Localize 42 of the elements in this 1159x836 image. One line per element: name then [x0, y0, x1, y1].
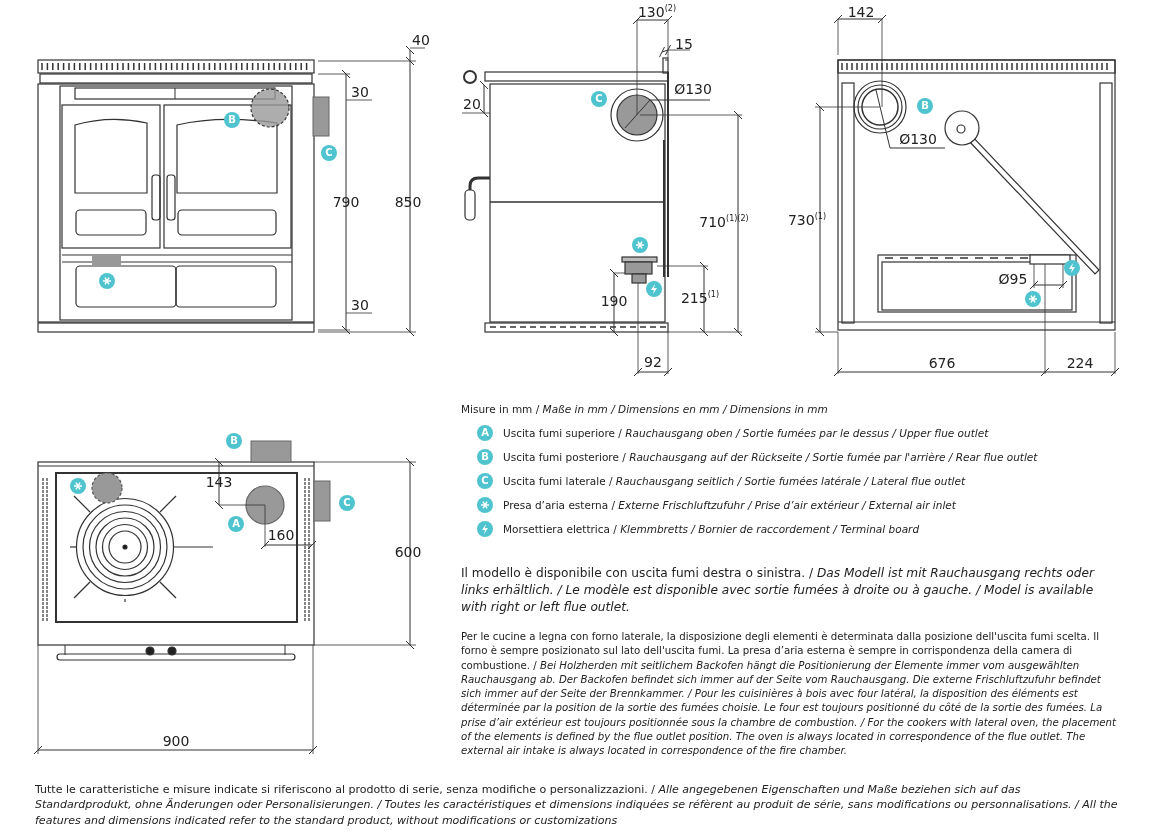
dimension-label: 224 — [1066, 356, 1094, 370]
legend-text: Uscita fumi superiore / Rauchausgang oben / Sortie fumées par le dessus / Upper flue outlet — [503, 427, 989, 439]
legend-text: Morsettiera elettrica / Klemmbretts / Bornier de raccordement / Terminal board — [503, 523, 920, 535]
dimension-label: 160 — [267, 528, 295, 542]
dimension-label: 730$^{(1)}$ — [787, 213, 827, 227]
dimension-label: 215$^{(1)}$ — [680, 291, 720, 305]
callout-badge: B — [917, 98, 933, 114]
dimension-label: 790 — [332, 195, 360, 209]
callout-badge: C — [339, 495, 355, 511]
dimension-label: Ø95 — [998, 272, 1028, 286]
dimension-label: 190 — [600, 294, 628, 308]
note-text: Tutte le caratteristiche e misure indicate si riferiscono al prodotto di serie, senza modifiche o personalizzazioni. / Alle angegebenen Eigenschaften und Maße beziehen sich auf das Standardprodukt, ohne Änderungen oder Personalisierungen. / Toutes les caractéristiques et dimensions indiquées se réfèrent au produit de série, sans modifications ou personnalisations. / All the features and dimensions indicated refer to the standard product, without modifications or customizations — [35, 782, 1119, 829]
dimension-label: 20 — [463, 97, 481, 111]
callout-badge: C — [321, 145, 337, 161]
callout-badge: B — [477, 449, 493, 465]
callout-badge: A — [477, 425, 493, 441]
dimension-label: 142 — [847, 5, 875, 19]
dimension-label: Ø130 — [899, 132, 937, 146]
callout-badge: C — [591, 91, 607, 107]
dimension-label: 900 — [162, 734, 190, 748]
dimension-label: 143 — [205, 475, 233, 489]
note-text: Misure in mm / Maße in mm / Dimensions en mm / Dimensions in mm — [461, 402, 829, 417]
dimension-label: 15 — [675, 37, 693, 51]
callout-badge: B — [226, 433, 242, 449]
dimension-label: 676 — [928, 356, 956, 370]
dimension-label: 30 — [351, 298, 369, 312]
callout-badge: C — [477, 473, 493, 489]
dimension-label: 600 — [394, 545, 422, 559]
dimension-label: Ø130 — [674, 82, 712, 96]
dimension-label: 30 — [351, 85, 369, 99]
dimension-label: 710$^{(1)(2)}$ — [699, 215, 749, 229]
note-text: Per le cucine a legna con forno laterale, la disposizione degli elementi è determinata dalla posizione dell'uscita fumi scelta. Il forno è sempre posizionato sul lato dell'uscita fumi. La presa d’aria esterna è sempre in corrispondenza della camera di combustione. / Bei Holzherden mit seitlichem Backofen hängt die Positionierung der Elemente immer vom ausgewählten Rauchausgang ab. Der Backofen befindet sich immer auf der Seite vom Rauchausgang. Die externe Frischluftzufuhr befindet sich immer auf der Seite der Brennkammer. / Pour les cuisinières à bois avec four latéral, la disposition des éléments est déterminée par la position de la sortie des fumées choisie. Le four est toujours positionné du côté de la sortie des fumées. La prise d’air extérieur est toujours positionnée sous la chambre de combustion. / For the cookers with lateral oven, the placement of the elements is defined by the flue outlet position. The oven is always located in correspondence of the flue outlet. The external air intake is always located in correspondence of the fire chamber. — [461, 630, 1118, 759]
dimension-label: 40 — [412, 33, 430, 47]
dimension-label: 92 — [644, 355, 662, 369]
legend-text: Uscita fumi laterale / Rauchausgang seitlich / Sortie fumées latérale / Lateral flue outlet — [503, 475, 966, 487]
legend-text: Uscita fumi posteriore / Rauchausgang auf der Rückseite / Sortie fumée par l'arrière / Rear flue outlet — [503, 451, 1038, 463]
callout-badge: A — [228, 516, 244, 532]
dimension-label: 850 — [394, 195, 422, 209]
dimension-label: 130$^{(2)}$ — [637, 5, 677, 19]
legend-text: Presa d’aria esterna / Externe Frischluftzufuhr / Prise d’air extérieur / External air inlet — [503, 499, 956, 511]
note-text: Il modello è disponibile con uscita fumi destra o sinistra. / Das Modell ist mit Rauchausgang rechts oder links erhältlich. / Le modèle est disponible avec sortie fumées à droite ou à gauche. / Model is available with right or left flue outlet. — [461, 565, 1096, 617]
callout-badge: B — [224, 112, 240, 128]
